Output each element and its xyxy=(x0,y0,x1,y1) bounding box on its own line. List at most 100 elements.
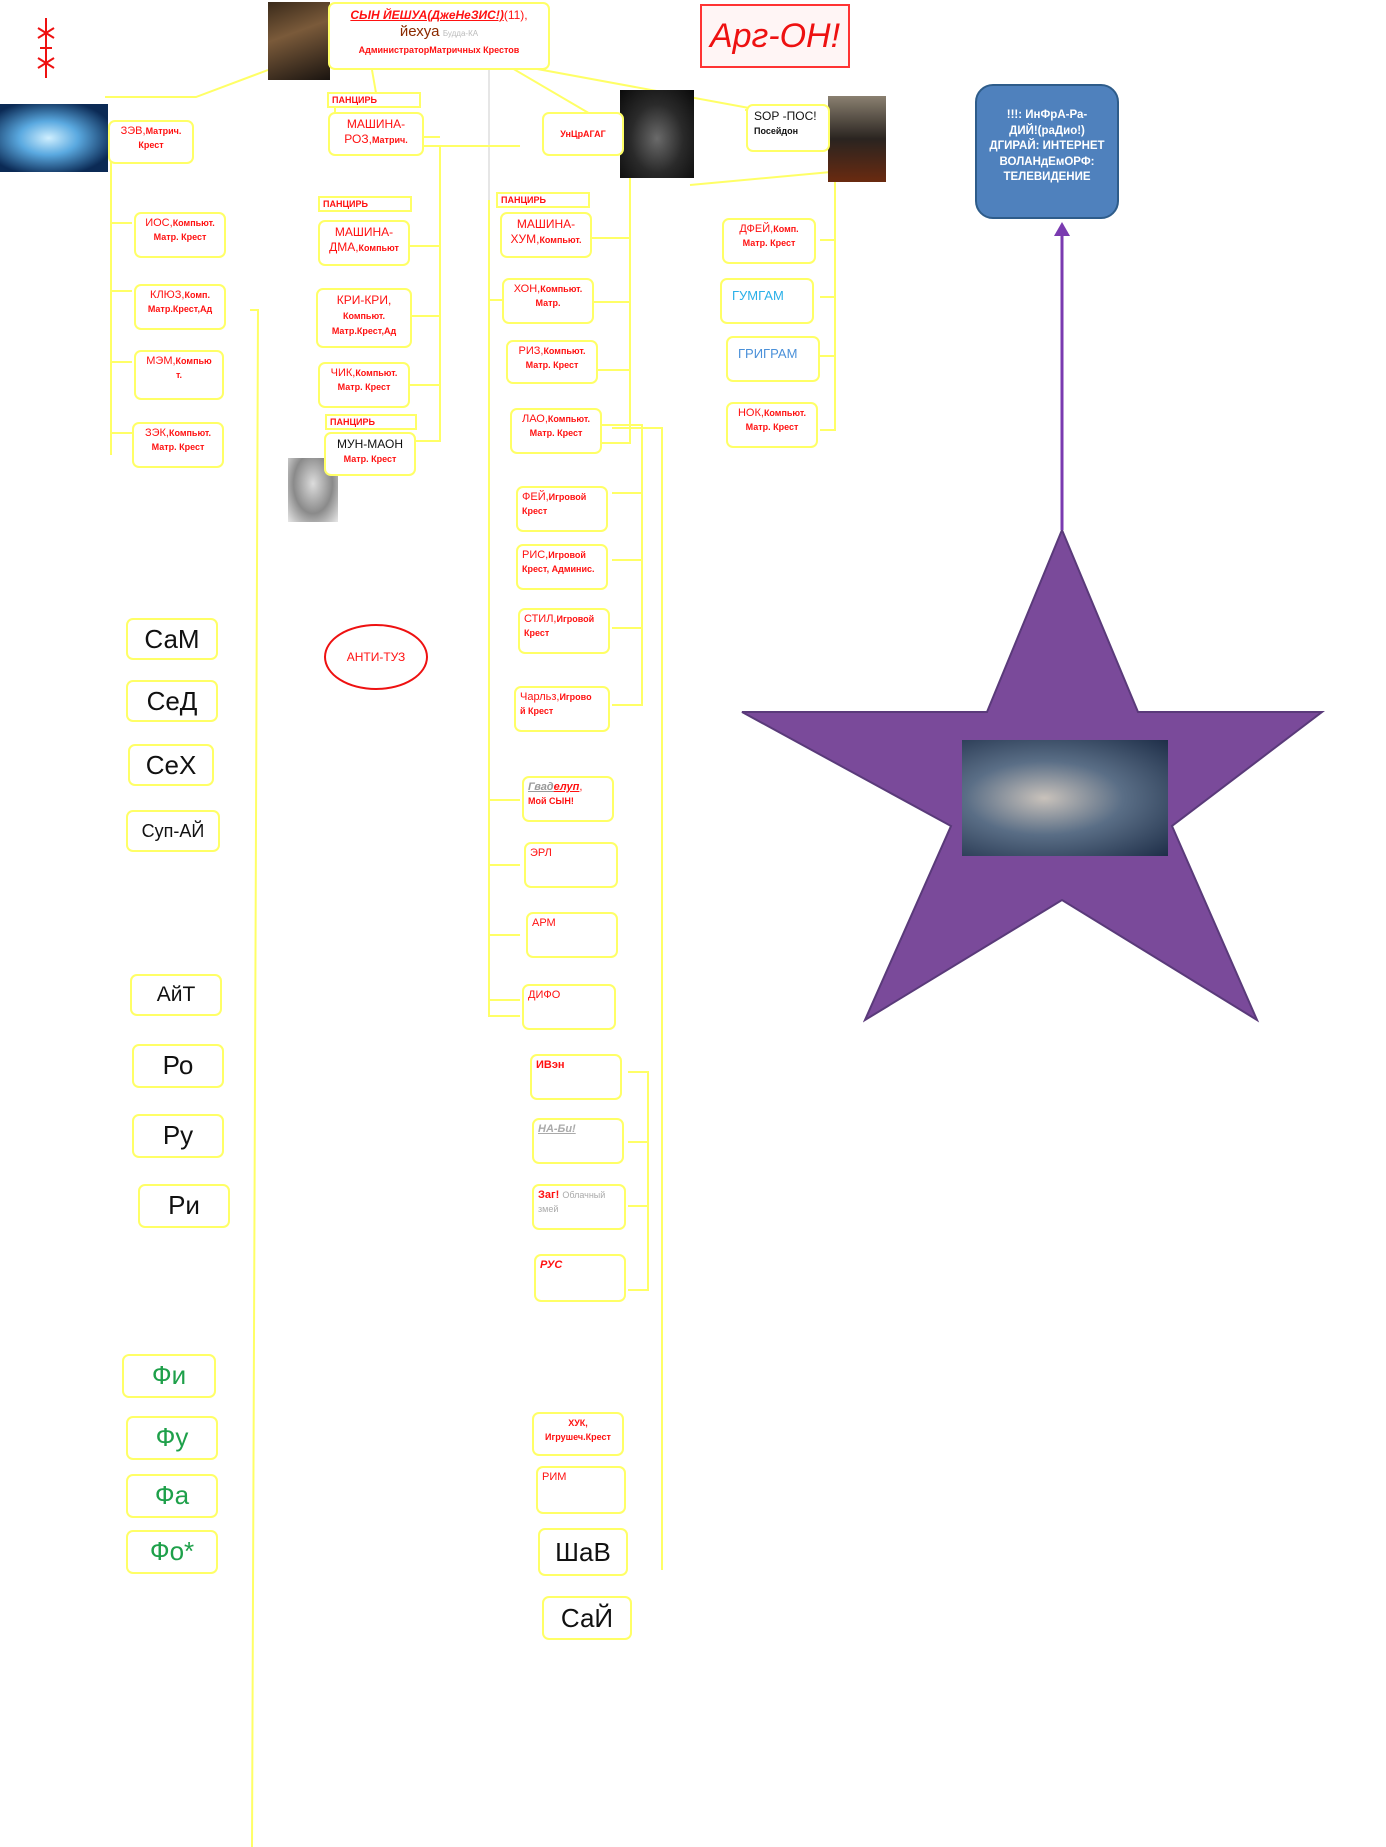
pantsir-tag-1: ПАНЦИРЬ xyxy=(327,92,421,108)
node-mashina-dma: МАШИНА-ДМА,Компьют xyxy=(318,220,410,266)
node-mashina-roz: МАШИНА-РОЗ,Матрич. xyxy=(328,112,424,156)
node-mun-maon: МУН-МАОН Матр. Крест xyxy=(324,432,416,476)
left-item-fo: Фо* xyxy=(126,1530,218,1574)
node-ris-sub: Крест, Админис. xyxy=(522,563,595,574)
node-gvad-part2: елуп xyxy=(553,781,580,793)
node-riz-sub: Матр. Крест xyxy=(525,359,579,370)
node-mashina-hum: МАШИНА-ХУМ,Компьют. xyxy=(500,212,592,258)
node-riz-name: РИЗ, xyxy=(518,345,544,357)
info-line-4: ВОЛАНдЕмОРФ: xyxy=(999,155,1095,168)
node-rim: РИМ xyxy=(536,1466,626,1514)
node-mun-sub: Матр. Крест xyxy=(343,453,397,464)
node-ios-name: ИОС, xyxy=(145,217,173,229)
root-number: (11), xyxy=(503,8,528,22)
node-untsragag: УнЦрАГАГ xyxy=(542,112,624,156)
node-gumgam: ГУМГАМ xyxy=(720,278,814,324)
warrior-photo xyxy=(620,90,694,178)
root-name: СЫН ЙЕШУА(ДжеНеЗИС!) xyxy=(350,8,504,22)
pantsir-tag-3: ПАНЦИРЬ xyxy=(325,414,417,430)
node-shav: ШаВ xyxy=(538,1528,628,1576)
node-gvadelup: Гваделуп,Мой СЫН! xyxy=(522,776,614,822)
info-line-2: ДИЙ!(раДио!) xyxy=(1009,124,1085,137)
node-zev-sub: Крест xyxy=(138,139,164,150)
node-lao-name: ЛАО, xyxy=(521,413,548,425)
node-lao-sub: Матр. Крест xyxy=(529,427,583,438)
node-mdma-suffix: ДМА, xyxy=(329,240,359,254)
node-chik: ЧИК,Компьют.Матр. Крест xyxy=(318,362,410,408)
node-zev-type: Матрич. xyxy=(145,126,182,136)
node-nok-sub: Матр. Крест xyxy=(745,421,799,432)
cowboy-photo xyxy=(828,96,886,182)
node-nabi: НА-Би! xyxy=(532,1118,624,1164)
left-item-fu: Фу xyxy=(126,1416,218,1460)
node-say: СаЙ xyxy=(542,1596,632,1640)
info-box: !!!: ИнФрА-Ра- ДИЙ!(раДио!) ДГИРАЙ: ИНТЕ… xyxy=(975,84,1119,219)
connector-lines xyxy=(105,63,836,1847)
node-erl-name: ЭРЛ xyxy=(530,847,552,859)
node-arm: АРМ xyxy=(526,912,618,958)
info-line-5: ТЕЛЕВИДЕНИЕ xyxy=(1003,171,1091,184)
anti-tuz-ellipse: АНТИ-ТУЗ xyxy=(324,624,428,690)
node-hon-name: ХОН, xyxy=(513,283,541,295)
node-difo-name: ДИФО xyxy=(528,989,561,1001)
node-grigram: ГРИГРАМ xyxy=(726,336,820,382)
node-zek-name: ЗЭК, xyxy=(144,427,169,439)
node-mem-type: Компью xyxy=(175,356,212,366)
node-klyuz-sub: Матр.Крест,Ад xyxy=(147,303,213,314)
node-zev: ЗЭВ,Матрич.Крест xyxy=(108,120,194,164)
node-rus: РУС xyxy=(534,1254,626,1302)
node-zag-name: Заг! xyxy=(538,1189,560,1201)
node-erl: ЭРЛ xyxy=(524,842,618,888)
node-nok-type: Компьют. xyxy=(763,408,807,418)
node-lao-type: Компьют. xyxy=(547,414,590,424)
node-kri-type: Компьют. xyxy=(342,311,386,321)
node-chik-sub: Матр. Крест xyxy=(337,381,391,392)
node-grigram-name: ГРИГРАМ xyxy=(738,346,798,361)
node-mem-name: МЭМ, xyxy=(146,355,176,367)
node-rus-name: РУС xyxy=(540,1259,563,1271)
node-ris-name: РИС, xyxy=(522,549,549,561)
node-kri-name: КРИ-КРИ, xyxy=(336,293,392,307)
node-charlz-sub: й Крест xyxy=(520,705,554,716)
node-untsr-name: УнЦрАГАГ xyxy=(560,129,606,139)
node-charlz-name: Чарльз, xyxy=(520,691,560,703)
node-zek-type: Компьют. xyxy=(168,428,212,438)
node-zag-type: Облачный xyxy=(562,1190,606,1200)
node-mhum-suffix: ХУМ, xyxy=(510,232,540,246)
node-sor-name: SOР -ПОС! xyxy=(754,109,817,123)
node-klyuz-type: Комп. xyxy=(184,290,210,300)
node-arm-name: АРМ xyxy=(532,917,556,929)
node-mroz-type: Матрич. xyxy=(371,135,408,145)
node-gumgam-name: ГУМГАМ xyxy=(732,288,784,303)
node-kri-sub: Матр.Крест,Ад xyxy=(331,326,397,336)
node-dfey: ДФЕЙ,Комп.Матр. Крест xyxy=(722,218,816,264)
left-item-ru: Ру xyxy=(132,1114,224,1158)
node-mdma-name: МАШИНА- xyxy=(334,225,394,239)
left-item-fi: Фи xyxy=(122,1354,216,1398)
left-item-ro: Ро xyxy=(132,1044,224,1088)
node-hon: ХОН,Компьют.Матр. xyxy=(502,278,594,324)
node-sor-sub: Посейдон xyxy=(754,125,799,136)
left-item-supay: Суп-АЙ xyxy=(126,810,220,852)
root-role: АдминистраторМатричных Крестов xyxy=(358,44,520,55)
vampire-photo xyxy=(962,740,1168,856)
node-ios-type: Компьют. xyxy=(172,218,215,228)
node-huk-sub: Игрушеч.Крест xyxy=(545,1431,611,1442)
arrow-head xyxy=(1054,222,1070,236)
node-chik-type: Компьют. xyxy=(355,368,398,378)
node-kri-kri: КРИ-КРИ, Компьют. Матр.Крест,Ад xyxy=(316,288,412,348)
node-huk: ХУК,Игрушеч.Крест xyxy=(532,1412,624,1456)
node-sor-pos: SOР -ПОС! Посейдон xyxy=(746,104,830,152)
node-lao: ЛАО,Компьют. Матр. Крест xyxy=(510,408,602,454)
node-ris-type: Игровой xyxy=(548,550,586,560)
left-item-ri: Ри xyxy=(138,1184,230,1228)
node-stil-sub: Крест xyxy=(524,627,550,638)
node-say-name: СаЙ xyxy=(560,1603,614,1633)
root-portrait-photo xyxy=(268,2,330,80)
node-mun-name: МУН-МАОН xyxy=(336,437,404,451)
node-ios-sub: Матр. Крест xyxy=(153,231,207,242)
